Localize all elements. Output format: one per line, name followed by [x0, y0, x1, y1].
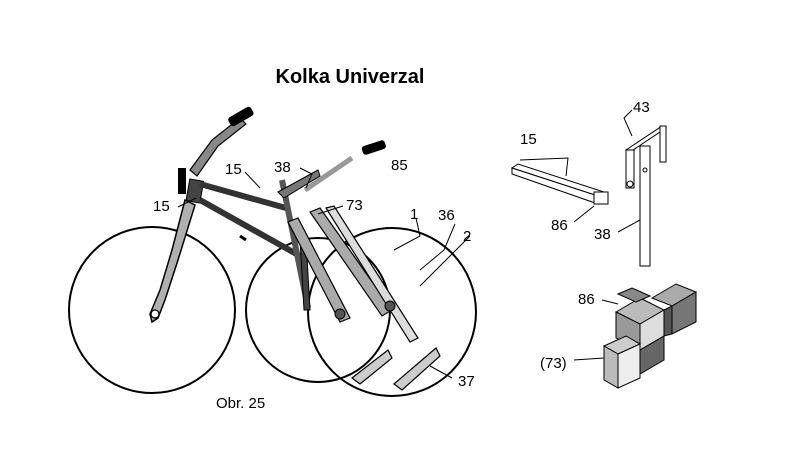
- arm-left: [287, 217, 351, 323]
- brake-lever: [178, 168, 186, 194]
- label-2: 2: [463, 228, 471, 245]
- arm-joint-right: [384, 300, 396, 312]
- detail-bar: 15 86: [510, 131, 609, 234]
- diagram-title: Kolka Univerzal: [275, 66, 425, 88]
- handlebar-stem: [189, 117, 247, 177]
- label-15-left: 15: [153, 198, 170, 215]
- leader-lines: [177, 167, 471, 379]
- clamp-label-86: 86: [578, 291, 595, 308]
- figure-caption: Obr. 25: [216, 395, 265, 412]
- label-36: 36: [438, 207, 455, 224]
- tow-bar-grip: [361, 140, 386, 155]
- front-wheel: [68, 226, 236, 394]
- head-tube: [185, 178, 205, 204]
- label-38: 38: [274, 159, 291, 176]
- skid-left: [351, 349, 393, 385]
- label-73: 73: [346, 197, 363, 214]
- label-1: 1: [410, 206, 418, 223]
- label-85: 85: [391, 157, 408, 174]
- label-37: 37: [458, 373, 475, 390]
- detail-upright: 43 38: [594, 99, 667, 267]
- top-tube: [199, 181, 287, 211]
- rack-bracket: [277, 169, 321, 199]
- label-15-top: 15: [225, 161, 242, 178]
- detail-label-86: 86: [551, 217, 568, 234]
- down-tube: [198, 197, 302, 259]
- detail-label-15: 15: [520, 131, 537, 148]
- detail-clamp: 86 (73): [540, 283, 698, 389]
- handlebar-grip: [228, 106, 254, 127]
- front-fork: [149, 198, 196, 324]
- detail-label-38: 38: [594, 226, 611, 243]
- bicycle-assembly: 15 15 38 85 73 1 36 2 37: [68, 106, 477, 397]
- clamp-label-73: (73): [540, 355, 567, 372]
- front-hub: [150, 309, 160, 319]
- skid-right: [393, 347, 441, 391]
- trailer-wheel: [307, 227, 477, 397]
- tow-bar: [303, 155, 354, 193]
- chain-stay: [239, 234, 247, 242]
- arm-right: [309, 207, 393, 317]
- detail-label-43: 43: [633, 99, 650, 116]
- arm-joint-left: [334, 308, 346, 320]
